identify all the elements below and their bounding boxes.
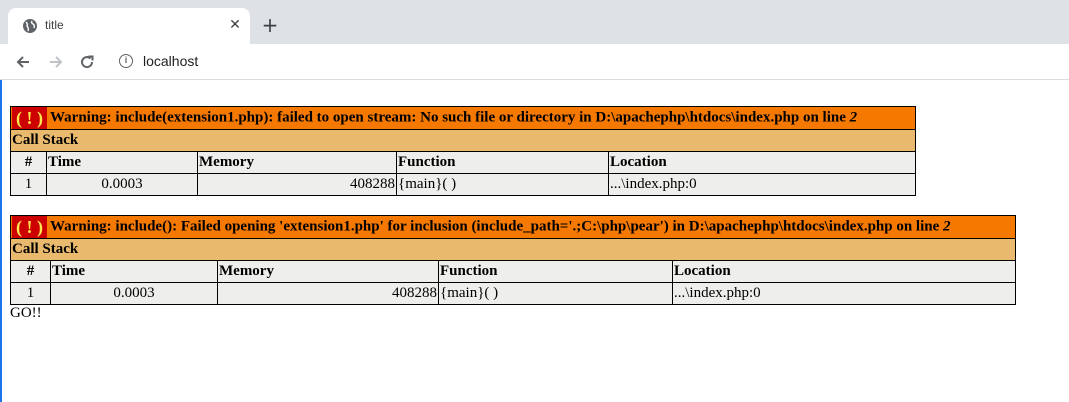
close-icon[interactable]: ✕ [229,17,241,33]
arrow-right-icon [50,56,63,68]
column-header-num: # [10,151,47,174]
table-row: 1 0.0003 408288 {main}( ) ...\index.php:… [10,282,1016,305]
row-function: {main}( ) [396,173,609,196]
error-table: ( ! )Warning: include(): Failed opening … [10,215,1016,305]
error-message: Warning: include(): Failed opening 'exte… [49,218,944,235]
row-time: 0.0003 [50,282,218,305]
error-line: 2 [943,218,951,235]
column-header-num: # [10,260,51,283]
reload-icon [81,55,94,69]
column-header-memory: Memory [197,151,397,174]
browser-tab[interactable]: title ✕ [8,8,250,44]
row-time: 0.0003 [46,173,198,196]
warning-icon: ( ! ) [12,216,47,238]
browser-toolbar: i localhost [0,44,1069,80]
forward-button[interactable] [45,51,67,73]
error-header: ( ! )Warning: include(extension1.php): f… [10,106,916,130]
column-header-memory: Memory [217,260,439,283]
column-header-time: Time [50,260,218,283]
script-output: GO!! [10,305,42,321]
row-num: 1 [10,282,51,305]
reload-button[interactable] [76,51,98,73]
info-icon[interactable]: i [119,54,133,68]
call-stack-header: Call Stack [10,238,1016,261]
call-stack-header: Call Stack [10,129,916,152]
row-num: 1 [10,173,47,196]
back-button[interactable] [12,51,34,73]
column-header-function: Function [396,151,609,174]
column-header-location: Location [672,260,1016,283]
tab-strip: title ✕ + [0,0,1069,44]
row-location: ...\index.php:0 [672,282,1016,305]
warning-icon: ( ! ) [12,107,47,129]
column-header-function: Function [438,260,673,283]
row-function: {main}( ) [438,282,673,305]
page-content: ( ! )Warning: include(extension1.php): f… [10,106,1016,322]
arrow-left-icon [16,56,29,68]
spacer [10,196,1016,215]
row-location: ...\index.php:0 [608,173,916,196]
table-row: 1 0.0003 408288 {main}( ) ...\index.php:… [10,173,916,196]
error-header: ( ! )Warning: include(): Failed opening … [10,215,1016,239]
column-header-time: Time [46,151,198,174]
new-tab-button[interactable]: + [261,13,279,37]
error-line: 2 [849,109,858,126]
globe-icon [23,19,37,33]
column-header-location: Location [608,151,916,174]
row-memory: 408288 [197,173,397,196]
address-bar[interactable]: i localhost [108,47,1058,76]
url-text[interactable]: localhost [143,53,199,69]
row-memory: 408288 [217,282,439,305]
window-edge [0,0,2,402]
error-table: ( ! )Warning: include(extension1.php): f… [10,106,916,196]
tab-title: title [45,18,64,32]
error-message: Warning: include(extension1.php): failed… [49,109,850,126]
